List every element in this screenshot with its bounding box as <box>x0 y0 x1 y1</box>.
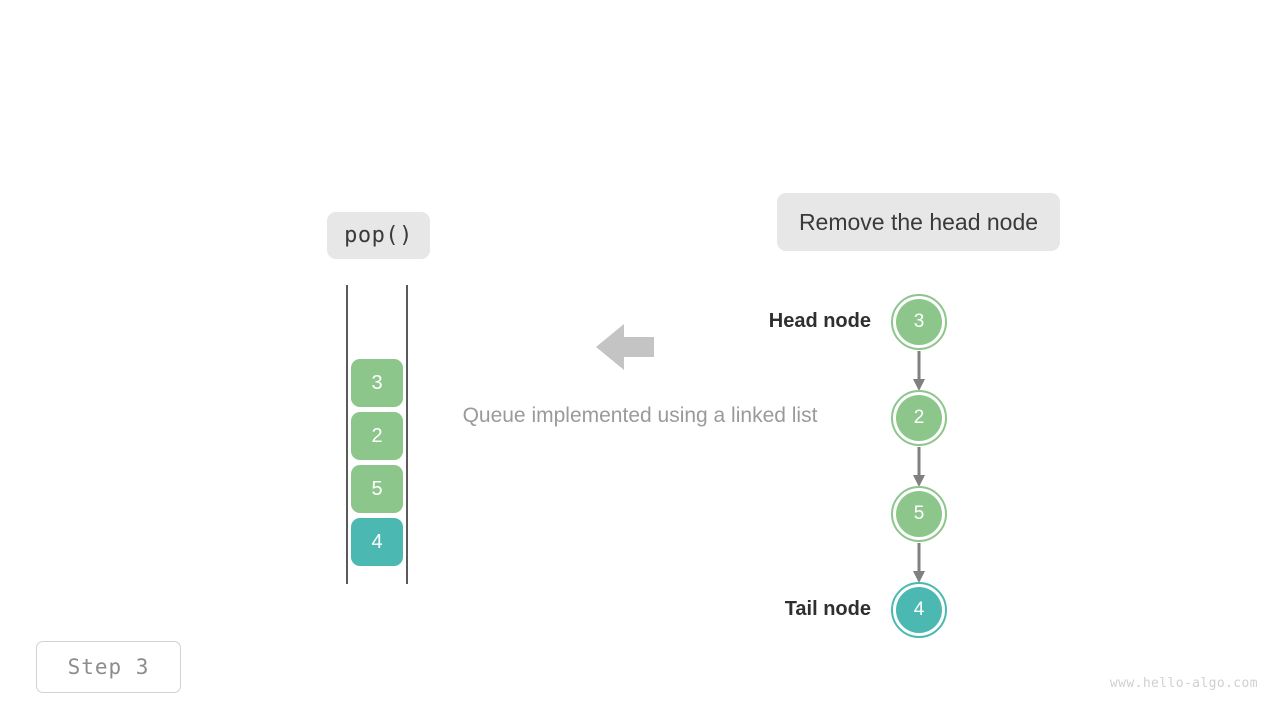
linked-list-node: 5 <box>891 486 947 542</box>
linked-list-connector-arrow-icon <box>912 351 926 393</box>
linked-list-node-value: 3 <box>913 311 925 332</box>
action-description-chip: Remove the head node <box>777 193 1060 251</box>
queue-rail-right <box>406 285 408 584</box>
head-node-label-text: Head node <box>768 310 871 332</box>
queue-container: 3 2 5 4 <box>346 285 408 584</box>
linked-list-connector-arrow-icon <box>912 447 926 489</box>
head-node-label: Head node <box>655 310 871 333</box>
queue-cell-list: 3 2 5 4 <box>342 359 412 566</box>
step-badge: Step 3 <box>36 641 181 693</box>
tail-node-label: Tail node <box>655 598 871 621</box>
linked-list-node-value: 4 <box>913 599 925 620</box>
linked-list: 3 2 5 4 <box>860 285 980 650</box>
diagram-caption-text: Queue implemented using a linked list <box>462 404 818 427</box>
queue-cell-value: 5 <box>371 477 383 500</box>
diagram-caption: Queue implemented using a linked list <box>0 404 1280 428</box>
flow-arrow-left-icon <box>596 322 654 372</box>
queue-rail-left <box>346 285 348 584</box>
operation-chip-label: pop() <box>344 223 413 248</box>
queue-cell: 2 <box>351 412 403 460</box>
linked-list-node-value: 2 <box>913 407 925 428</box>
operation-chip: pop() <box>327 212 430 259</box>
linked-list-node-value: 5 <box>913 503 925 524</box>
queue-cell: 4 <box>351 518 403 566</box>
linked-list-node-circle: 4 <box>896 587 942 633</box>
linked-list-node: 4 <box>891 582 947 638</box>
queue-cell-value: 2 <box>371 424 383 447</box>
watermark: www.hello-algo.com <box>1110 676 1258 691</box>
linked-list-node-circle: 5 <box>896 491 942 537</box>
linked-list-node-circle: 2 <box>896 395 942 441</box>
queue-cell-value: 3 <box>371 371 383 394</box>
queue-cell-value: 4 <box>371 530 383 553</box>
linked-list-connector-arrow-icon <box>912 543 926 585</box>
step-badge-label: Step 3 <box>67 655 150 679</box>
queue-cell: 3 <box>351 359 403 407</box>
linked-list-node: 3 <box>891 294 947 350</box>
linked-list-node: 2 <box>891 390 947 446</box>
tail-node-label-text: Tail node <box>784 598 871 620</box>
watermark-text: www.hello-algo.com <box>1109 676 1258 691</box>
queue-cell: 5 <box>351 465 403 513</box>
linked-list-node-circle: 3 <box>896 299 942 345</box>
action-description-label: Remove the head node <box>798 208 1039 235</box>
